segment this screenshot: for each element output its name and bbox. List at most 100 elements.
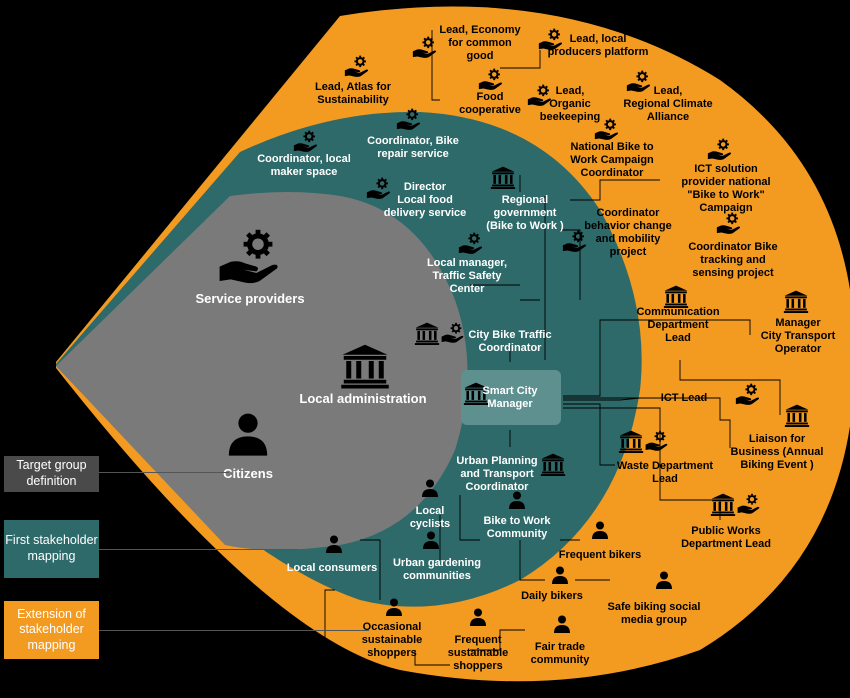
node-label-line: cyclists — [410, 518, 450, 530]
node-label-line: Traffic Safety — [432, 270, 502, 282]
citizens-label: Citizens — [223, 466, 273, 481]
smart-city-box[interactable] — [461, 370, 561, 425]
node-label-line: Smart City — [482, 385, 538, 397]
node-label-line: communities — [403, 570, 471, 582]
node-label-line: Community — [487, 528, 548, 540]
legend-extension-label: Extension of stakeholder mapping — [17, 606, 86, 652]
node-daily-bikers[interactable]: Daily bikers — [521, 566, 583, 603]
node-label-line: shoppers — [367, 647, 417, 659]
node-label-line: Lead — [665, 332, 691, 344]
connector — [519, 540, 545, 581]
node-label: Daily bikers — [521, 590, 583, 602]
node-label: Frequent bikers — [559, 549, 642, 561]
node-label-line: Fair trade — [535, 641, 585, 653]
node-label-line: provider national — [681, 176, 770, 188]
node-label-line: Urban Planning — [456, 455, 537, 467]
legend-first-mapping: First stakeholder mapping — [4, 520, 99, 578]
service-providers-text: Service providers — [195, 291, 304, 306]
node-label-line: Lead, — [654, 85, 683, 97]
node-label-line: for common — [448, 37, 512, 49]
node-label-line: (Bike to Work ) — [486, 220, 564, 232]
service-providers-label: Service providers — [195, 291, 304, 306]
node-label-line: Frequent — [454, 634, 501, 646]
node-label-line: Campaign — [699, 202, 752, 214]
connector — [470, 629, 525, 651]
node-label-line: Business (Annual — [731, 446, 824, 458]
legend-extension: Extension of stakeholder mapping — [4, 601, 99, 659]
legend-first-mapping-label: First stakeholder mapping — [5, 533, 98, 563]
node-frequent-bikers[interactable]: Frequent bikers — [559, 521, 642, 562]
node-label-line: Coordinator — [466, 481, 530, 493]
node-label-line: City Bike Traffic — [468, 329, 551, 341]
node-label-line: Local manager, — [427, 257, 507, 269]
node-label-line: Work Campaign — [570, 154, 654, 166]
node-label-line: Daily bikers — [521, 590, 583, 602]
node-label-line: Coordinator, local — [257, 153, 351, 165]
connector — [459, 495, 480, 541]
connector — [360, 539, 381, 600]
node-label-line: producers platform — [548, 46, 649, 58]
node-label-line: and mobility — [596, 233, 662, 245]
node-label-line: Communication — [636, 306, 719, 318]
node-local-consumers[interactable]: Local consumers — [287, 535, 377, 575]
node-label-line: Regional Climate — [623, 98, 712, 110]
node-ict-lead[interactable]: ICT Lead — [661, 383, 761, 406]
node-label-line: Coordinator — [479, 342, 543, 354]
node-label-line: Alliance — [647, 111, 689, 123]
node-label-line: sustainable — [448, 647, 509, 659]
node-label-line: Frequent bikers — [559, 549, 642, 561]
node-label-line: community — [531, 654, 591, 666]
node-label-line: "Bike to Work" — [687, 189, 764, 201]
node-label-line: tracking and — [700, 254, 765, 266]
connector — [563, 397, 641, 401]
node-label-line: Department — [647, 319, 708, 331]
node-label-line: Lead, local — [570, 33, 627, 45]
